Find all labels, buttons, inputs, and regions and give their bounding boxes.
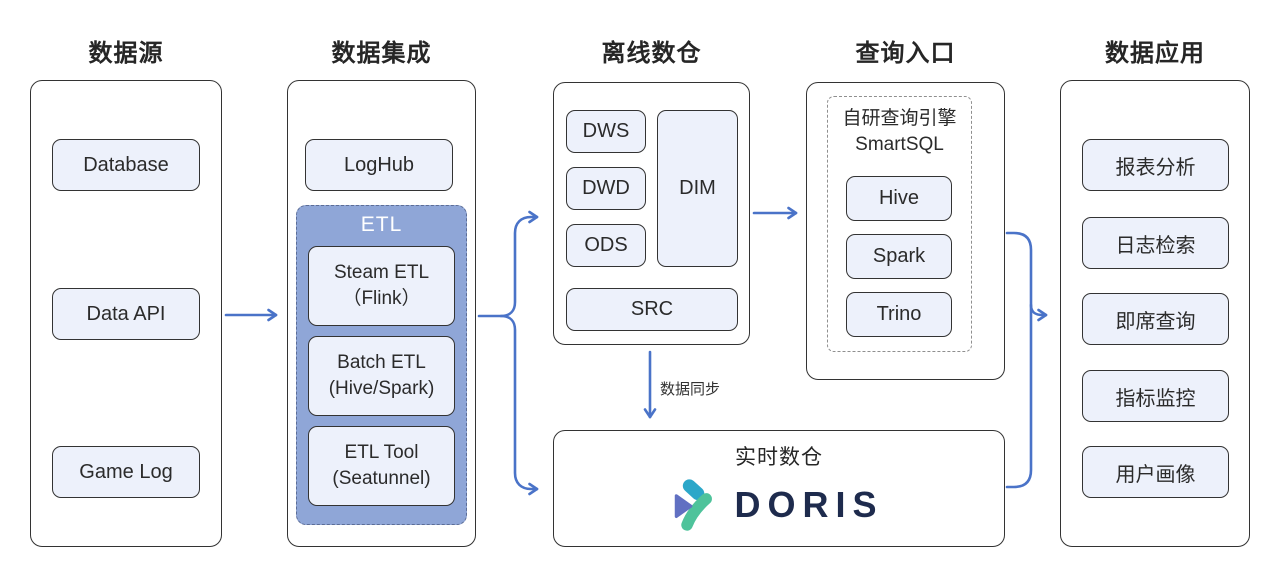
heading-offline-warehouse: 离线数仓 — [601, 40, 702, 67]
box-database: Database — [52, 139, 200, 191]
doris-logo-row: DORIS — [553, 470, 1005, 540]
box-user-profile: 用户画像 — [1082, 446, 1229, 498]
box-data-api: Data API — [52, 288, 200, 340]
stream-etl-line2: （Flink） — [342, 288, 421, 309]
arrow-integration-to-offline — [477, 210, 539, 318]
box-adhoc-query: 即席查询 — [1082, 293, 1229, 345]
etl-group-label: ETL — [360, 213, 403, 236]
box-ods: ODS — [566, 224, 646, 267]
etl-tool-line2: (Seatunnel) — [332, 468, 431, 489]
etl-tool-line1: ETL Tool — [344, 442, 419, 464]
arrow-integration-to-realtime — [499, 314, 539, 496]
box-hive: Hive — [846, 176, 952, 221]
box-metric-monitoring: 指标监控 — [1082, 370, 1229, 422]
doris-logo-text: DORIS — [734, 484, 884, 525]
heading-data-application: 数据应用 — [1105, 40, 1205, 67]
box-log-search: 日志检索 — [1082, 217, 1229, 269]
smartsql-title: 自研查询引擎 SmartSQL — [827, 106, 972, 157]
box-dwd: DWD — [566, 167, 646, 210]
box-dim: DIM — [657, 110, 738, 267]
smartsql-title-line2: SmartSQL — [855, 133, 944, 155]
box-batch-etl: Batch ETL (Hive/Spark) — [308, 336, 455, 416]
box-report-analysis: 报表分析 — [1082, 139, 1229, 191]
batch-etl-line1: Batch ETL — [337, 352, 426, 374]
realtime-warehouse-title: 实时数仓 — [735, 446, 823, 469]
heading-data-source: 数据源 — [88, 40, 164, 67]
box-stream-etl: Steam ETL （Flink） — [308, 246, 455, 326]
box-game-log: Game Log — [52, 446, 200, 498]
box-src: SRC — [566, 288, 738, 331]
data-sync-label: 数据同步 — [660, 381, 721, 398]
smartsql-title-line1: 自研查询引擎 — [842, 108, 957, 129]
batch-etl-line2: (Hive/Spark) — [328, 378, 435, 399]
box-etl-tool: ETL Tool (Seatunnel) — [308, 426, 455, 506]
box-dws: DWS — [566, 110, 646, 153]
stream-etl-line1: Steam ETL — [333, 262, 430, 284]
box-spark: Spark — [846, 234, 952, 279]
realtime-warehouse-container — [553, 430, 1005, 547]
heading-data-integration: 数据集成 — [331, 40, 432, 67]
box-trino: Trino — [846, 292, 952, 337]
arrow-merge-to-apps — [1029, 303, 1048, 322]
smartsql-dashed-box — [827, 96, 972, 352]
heading-query-entry: 查询入口 — [855, 40, 956, 67]
arrow-merge-vertical — [1005, 231, 1033, 489]
box-loghub: LogHub — [305, 139, 453, 191]
doris-logo-icon — [675, 479, 713, 531]
